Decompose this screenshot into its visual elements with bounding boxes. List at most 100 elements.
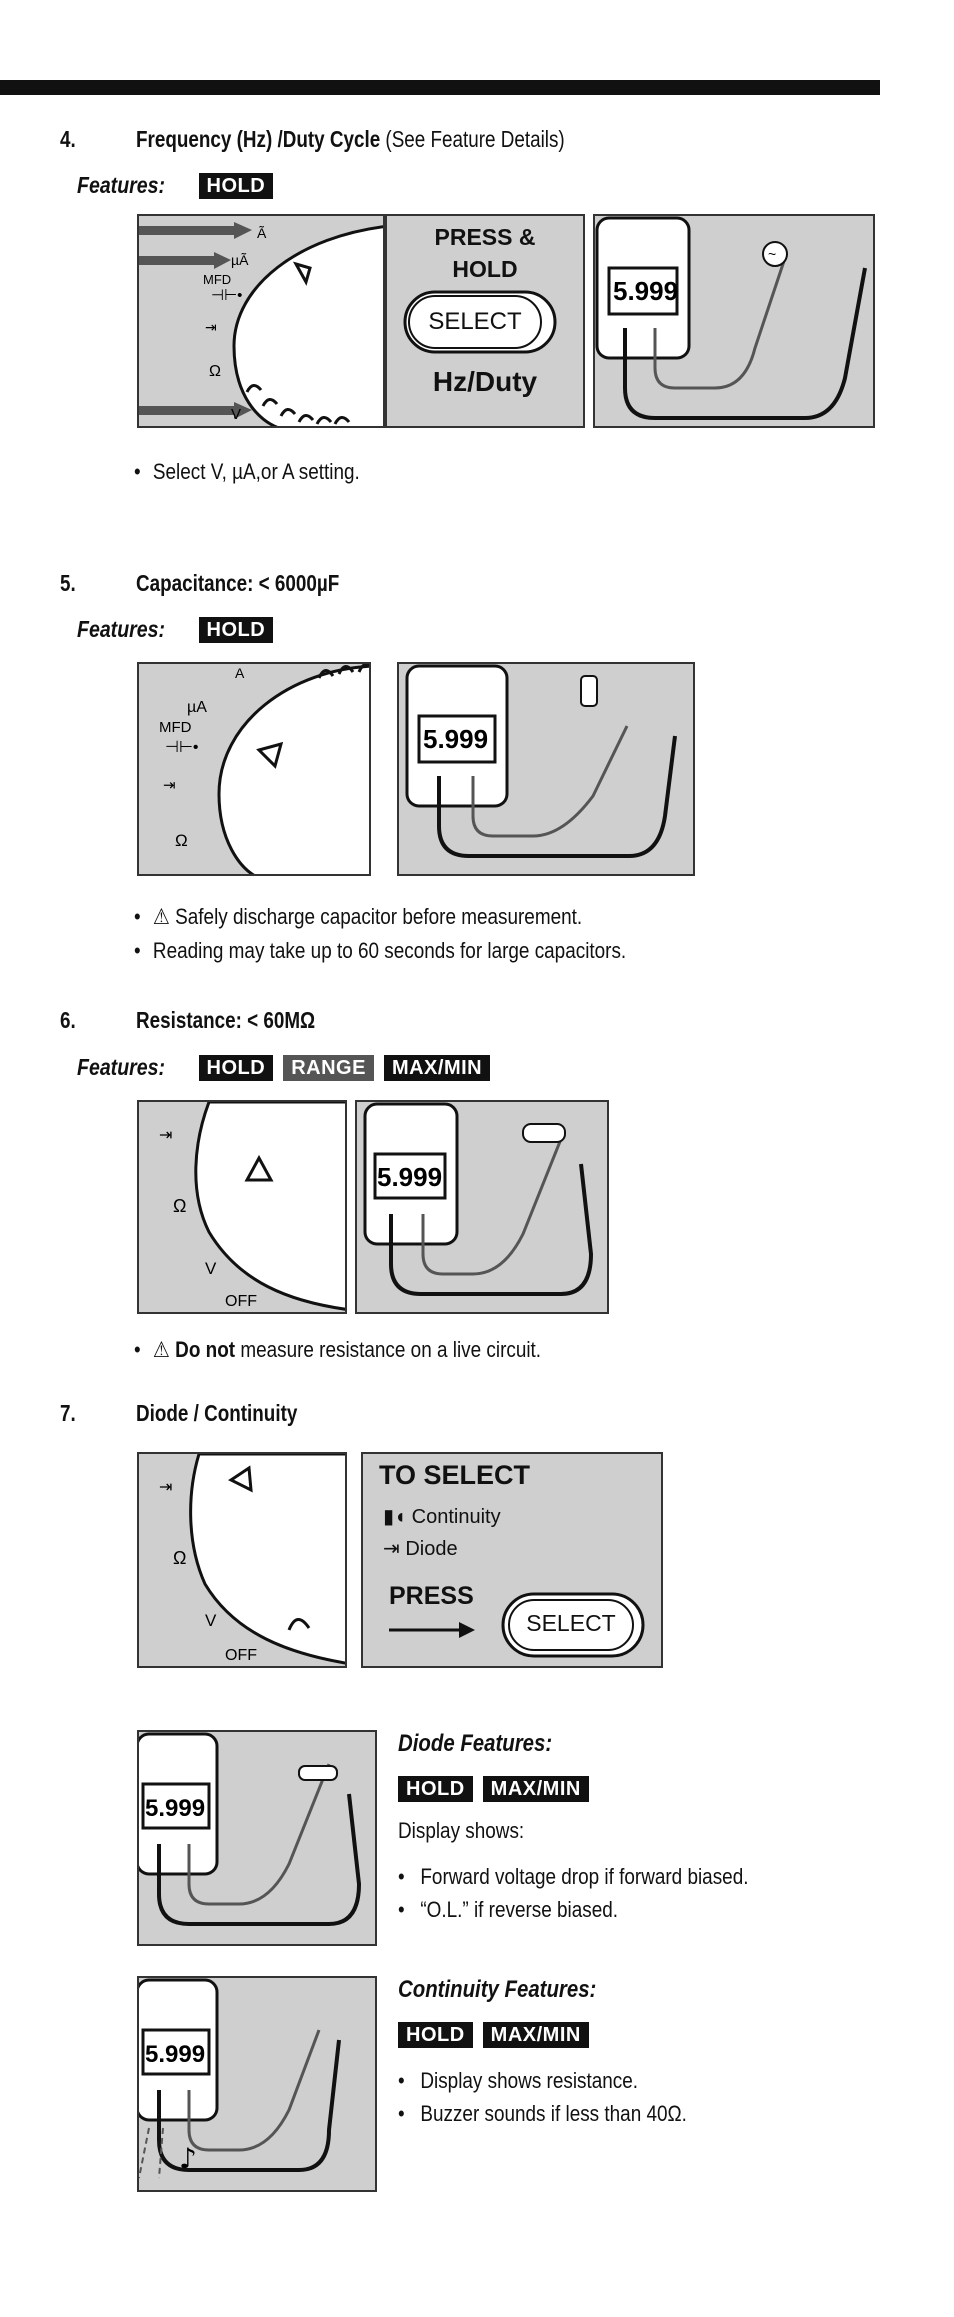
dial-label: Ã: [257, 225, 267, 241]
meter-reading: 5.999: [613, 276, 678, 306]
meter-illustration: 5.999: [405, 664, 677, 858]
meter-illustration: 5.999: [363, 1102, 594, 1296]
hold-badge: HOLD: [398, 2022, 473, 2048]
features-row: Features: HOLD: [77, 172, 274, 199]
dial-panel: A µA MFD ⊣⊢• ⇥ Ω: [137, 662, 371, 876]
select-button-label: SELECT: [428, 308, 522, 335]
section-number: 4.: [60, 126, 76, 152]
dial-label: V: [231, 406, 241, 423]
continuity-bullets: Display shows resistance. Buzzer sounds …: [398, 2064, 734, 2130]
section-title: Diode / Continuity: [136, 1400, 298, 1426]
meter-illustration: ♪ 5.999: [139, 1978, 341, 2179]
press-hold-panel: PRESS & HOLD SELECT Hz/Duty: [385, 214, 585, 428]
dial-label: Ω: [173, 1548, 186, 1568]
section-bullets: ⚠ Do not measure resistance on a live ci…: [134, 1333, 607, 1367]
svg-text:⇥: ⇥: [205, 319, 217, 335]
select-button-shape: [389, 1592, 645, 1658]
features-label: Features:: [77, 1054, 166, 1080]
bullet-item: “O.L.” if reverse biased.: [398, 1893, 748, 1926]
press-hold-line2: HOLD: [452, 256, 518, 282]
bullet-item: Reading may take up to 60 seconds for la…: [134, 934, 626, 968]
hold-badge: HOLD: [198, 172, 274, 199]
section-bullets: Select V, µA,or A setting.: [134, 455, 397, 489]
maxmin-badge: MAX/MIN: [482, 2022, 589, 2048]
select-button-label: SELECT: [526, 1610, 616, 1636]
dial-illustration: A µA MFD ⊣⊢• ⇥ Ω: [159, 664, 369, 874]
dial-label: OFF: [225, 1293, 257, 1310]
continuity-features-heading: Continuity Features:: [398, 1976, 597, 2003]
meter-reading: 5.999: [423, 724, 488, 754]
section-number: 6.: [60, 1007, 76, 1033]
bullet-item: Buzzer sounds if less than 40Ω.: [398, 2097, 687, 2130]
section-title: Resistance: < 60MΩ: [136, 1007, 316, 1033]
dial-label: µA: [187, 699, 207, 716]
to-select-panel: TO SELECT ▮◖ Continuity ⇥ Diode PRESS SE…: [361, 1452, 663, 1668]
warning-icon: ⚠: [152, 904, 170, 929]
display-shows-label: Display shows:: [398, 1818, 525, 1843]
svg-text:~: ~: [768, 246, 776, 262]
meter-panel: ~ 5.999: [593, 214, 875, 428]
features-label: Features:: [77, 616, 166, 642]
dial-label: A: [235, 665, 245, 681]
meter-reading: 5.999: [145, 1795, 205, 1822]
diode-features-heading: Diode Features:: [398, 1730, 553, 1757]
warning-icon: ⚠: [152, 1337, 170, 1362]
select-button-shape: [403, 290, 557, 354]
diode-badges: HOLD MAX/MIN: [398, 1776, 589, 1802]
dial-label: Ω: [175, 831, 188, 850]
to-select-title: TO SELECT: [379, 1460, 531, 1490]
music-note-icon: ♪: [179, 2142, 197, 2175]
dial-label: V: [205, 1611, 217, 1630]
dial-illustration: ⇥ Ω V OFF: [159, 1102, 345, 1311]
bullet-item: ⚠ Do not measure resistance on a live ci…: [134, 1333, 541, 1367]
dial-label: MFD: [203, 272, 231, 287]
meter-illustration: ~ 5.999: [595, 216, 867, 420]
dial-panel: ⇥ Ω V OFF: [137, 1100, 347, 1314]
section-title: Capacitance: < 6000µF: [136, 570, 340, 596]
features-row: Features: HOLD RANGE MAX/MIN: [77, 1054, 491, 1081]
dial-label: Ω: [173, 1196, 186, 1216]
bullet-item: Forward voltage drop if forward biased.: [398, 1860, 748, 1893]
continuity-icon: ▮◖: [383, 1506, 407, 1528]
section-bullets: ⚠ Safely discharge capacitor before meas…: [134, 900, 706, 968]
press-hold-line1: PRESS &: [434, 224, 536, 250]
meter-reading: 5.999: [145, 2041, 205, 2068]
dial-panel: Ã µÃ MFD ⊣⊢• ⇥ Ω V: [137, 214, 385, 428]
section-title: Frequency (Hz) /Duty Cycle (See Feature …: [136, 126, 565, 152]
hold-badge: HOLD: [198, 616, 274, 643]
svg-text:⇥: ⇥: [159, 1479, 172, 1496]
meter-panel: 5.999: [355, 1100, 609, 1314]
dial-label: V: [205, 1259, 217, 1278]
meter-panel: 5.999: [397, 662, 695, 876]
diode-option: ⇥ Diode: [383, 1538, 458, 1560]
continuity-option: ▮◖ Continuity: [383, 1506, 501, 1528]
dial-label: OFF: [225, 1647, 257, 1664]
meter-reading: 5.999: [377, 1162, 442, 1192]
svg-text:⇥: ⇥: [159, 1127, 172, 1144]
dial-panel: ⇥ Ω V OFF: [137, 1452, 347, 1668]
continuity-meter-panel: ♪ 5.999: [137, 1976, 377, 2192]
section-number: 5.: [60, 570, 76, 596]
hold-badge: HOLD: [398, 1776, 473, 1802]
continuity-badges: HOLD MAX/MIN: [398, 2022, 589, 2048]
dial-label: Ω: [209, 363, 221, 380]
svg-text:⊣⊢•: ⊣⊢•: [211, 287, 242, 304]
dial-illustration: ⇥ Ω V OFF: [159, 1454, 345, 1665]
meter-illustration: 5.999: [139, 1732, 362, 1926]
diode-meter-panel: 5.999: [137, 1730, 377, 1946]
section-number: 7.: [60, 1400, 76, 1426]
bullet-item: Display shows resistance.: [398, 2064, 687, 2097]
diode-bullets: Forward voltage drop if forward biased. …: [398, 1860, 806, 1926]
maxmin-badge: MAX/MIN: [482, 1776, 589, 1802]
bullet-item: ⚠ Safely discharge capacitor before meas…: [134, 900, 626, 934]
diode-icon: ⇥: [383, 1538, 400, 1560]
dial-label: µÃ: [231, 252, 249, 268]
features-row: Features: HOLD: [77, 616, 274, 643]
features-label: Features:: [77, 172, 166, 198]
svg-text:⊣⊢•: ⊣⊢•: [165, 739, 198, 756]
range-badge: RANGE: [283, 1054, 374, 1081]
top-rule: [0, 80, 880, 95]
press-label: PRESS: [389, 1582, 474, 1610]
hold-badge: HOLD: [198, 1054, 274, 1081]
dial-label: MFD: [159, 719, 192, 736]
